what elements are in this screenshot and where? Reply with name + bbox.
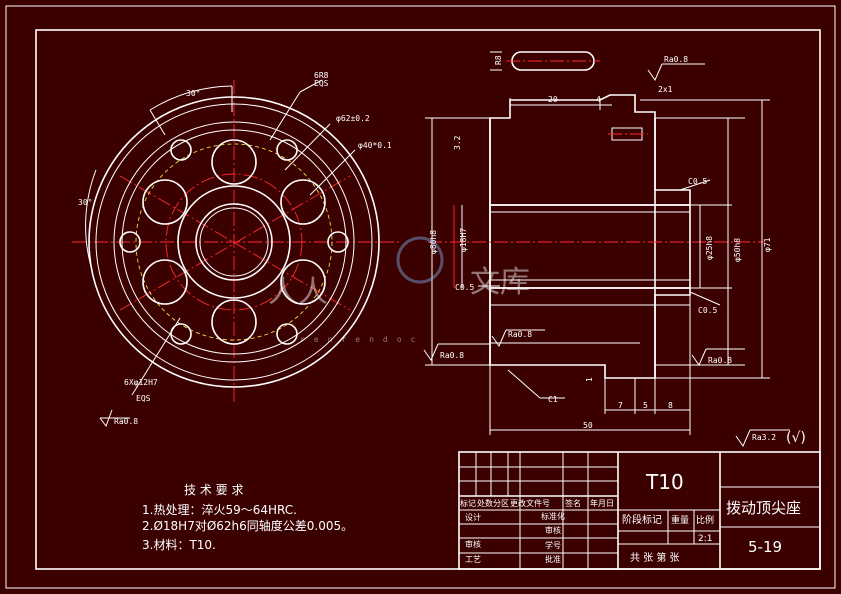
tb-material: T10 [645, 470, 684, 494]
tb-mid-3: 批准 [545, 554, 561, 564]
dim-d80: φ80h8 [429, 230, 438, 254]
dim-d50: φ50h8 [733, 238, 742, 262]
front-view [72, 79, 400, 428]
ra-inner: Ra0.8 [508, 330, 532, 339]
dim-2x1: 2x1 [658, 85, 673, 94]
tb-stage: 阶段标记 [622, 513, 662, 526]
tb-sheets: 共 张 第 张 [630, 551, 680, 564]
dim-d40: φ40*0.1 [358, 141, 392, 150]
dim-d18: φ18H7 [459, 228, 468, 252]
tb-part-name: 拨动顶尖座 [726, 499, 801, 517]
svg-text:文库: 文库 [470, 265, 530, 300]
tb-left-2: 工艺 [465, 555, 481, 564]
tb-mid-2: 学号 [545, 540, 561, 550]
dim-7: 7 [618, 401, 623, 410]
notes-title: 技 术 要 求 [184, 483, 243, 497]
dim-6r8-eqs: EQS [314, 79, 329, 88]
watermark-text: renrendoc [300, 335, 424, 344]
dim-c05-left: C0.5 [455, 283, 474, 292]
dim-30a: 30° [186, 89, 200, 98]
ra-top: Ra0.8 [664, 55, 688, 64]
tb-header-2: 分区 [493, 499, 509, 508]
dim-3-2: 3.2 [453, 135, 462, 150]
dim-holes-eqs: EQS [136, 394, 151, 403]
title-block [458, 451, 821, 570]
tb-header-5: 年月日 [590, 498, 614, 508]
dim-30b: 30° [78, 198, 92, 207]
tb-header-4: 签名 [565, 498, 581, 508]
tb-header-1: 处数 [477, 498, 493, 508]
dim-d62: φ62±0.2 [336, 114, 370, 123]
tb-header-0: 标记 [460, 498, 476, 508]
tb-left-0: 设计 [465, 512, 481, 522]
tb-header-3: 更改文件号 [510, 498, 550, 508]
ra-right: Ra0.8 [708, 356, 732, 365]
ra-bore: Ra0.8 [440, 351, 464, 360]
tb-left-1: 审核 [465, 539, 481, 549]
section-view [423, 51, 790, 448]
ra-general-check: (√) [786, 430, 806, 446]
dim-c05-right: C0.5 [698, 306, 717, 315]
dim-50: 50 [583, 421, 593, 430]
dim-4: 4 [596, 95, 601, 104]
ra-left: Ra0.8 [114, 417, 138, 426]
ra-general: Ra3.2 [752, 433, 776, 442]
dim-8: 8 [668, 401, 673, 410]
dim-d71: φ71 [763, 237, 772, 252]
tb-mid-1: 审核 [545, 525, 561, 535]
notes-item-2: 2.Ø18H7对Ø62h6同轴度公差0.005。 [142, 518, 353, 533]
tb-mid-0: 标准化 [541, 511, 565, 521]
tb-scale-label: 比例 [696, 514, 714, 526]
dim-d25: φ25h8 [705, 236, 714, 260]
dim-c05-top: C0.5 [688, 177, 707, 186]
notes-item-3: 3.材料：T10. [142, 538, 216, 552]
dim-5: 5 [643, 401, 648, 410]
dim-1: 1 [585, 377, 594, 382]
dim-20: 20 [548, 95, 558, 104]
tb-weight: 重量 [671, 514, 689, 526]
dim-holes: 6Xφ12H7 [124, 378, 158, 387]
dim-slot: R8 [494, 55, 503, 65]
tb-drawing-no: 5-19 [748, 538, 782, 556]
dim-c1: C1 [548, 395, 558, 404]
inner-frame [35, 29, 821, 570]
watermark: 人人 文库 renrendoc [268, 236, 530, 344]
outer-frame [5, 5, 836, 589]
notes-item-1: 1.热处理：淬火59～64HRC. [142, 502, 297, 517]
svg-text:人人: 人人 [268, 275, 328, 310]
tb-scale: 2:1 [698, 534, 712, 544]
dim-6r8: 6R8 [314, 71, 329, 80]
